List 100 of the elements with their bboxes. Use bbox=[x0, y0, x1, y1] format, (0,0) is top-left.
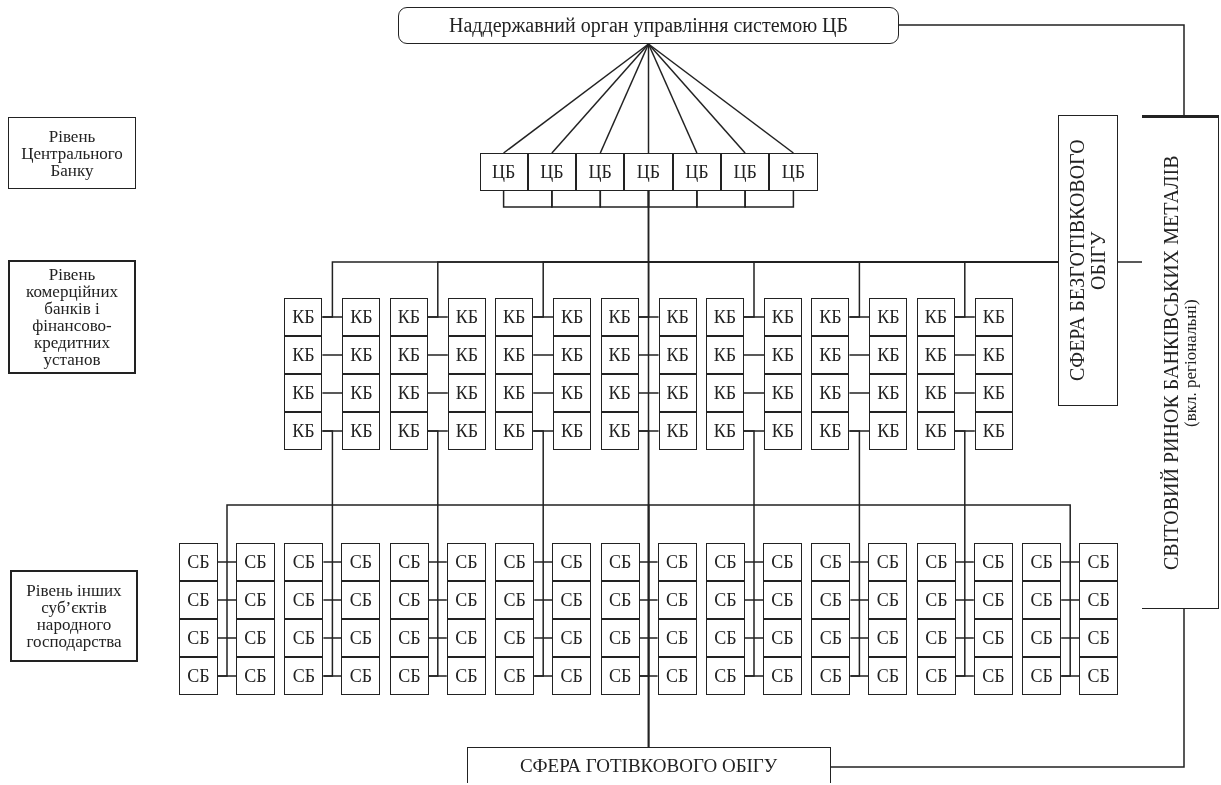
entity-box bbox=[179, 543, 218, 581]
connector-line bbox=[955, 675, 975, 677]
connector-line bbox=[744, 637, 764, 639]
connector-line bbox=[502, 190, 553, 208]
bank-box bbox=[553, 298, 592, 336]
bank-box bbox=[600, 374, 639, 412]
entity-box bbox=[868, 657, 908, 695]
bank-box bbox=[658, 336, 697, 374]
box-text: ЦБ bbox=[733, 162, 757, 182]
entity-box bbox=[284, 619, 324, 657]
bank-box bbox=[495, 298, 534, 336]
entity-box bbox=[868, 543, 908, 581]
box-text: КБ bbox=[877, 421, 900, 441]
entity-box bbox=[763, 657, 802, 695]
entity-box bbox=[495, 657, 535, 695]
entity-box bbox=[916, 543, 956, 581]
box-text: СБ bbox=[187, 666, 210, 686]
box-text: СБ bbox=[608, 628, 632, 648]
entity-box bbox=[552, 657, 592, 695]
box-text: СБ bbox=[819, 552, 843, 572]
connector-line bbox=[955, 599, 975, 601]
connector-line bbox=[321, 392, 344, 394]
entity-box bbox=[657, 657, 697, 695]
box-text: КБ bbox=[819, 421, 842, 441]
entity-box bbox=[341, 619, 381, 657]
box-text: СБ bbox=[292, 590, 316, 610]
bank-box bbox=[447, 336, 486, 374]
box-text: СБ bbox=[187, 590, 210, 610]
box-text: КБ bbox=[771, 383, 795, 403]
box-text: КБ bbox=[771, 345, 795, 365]
box-text: СБ bbox=[982, 552, 1005, 572]
entity-box bbox=[179, 619, 218, 657]
entity-box bbox=[706, 619, 745, 657]
connector-line bbox=[428, 599, 448, 601]
connector-line bbox=[533, 561, 553, 563]
connector-line bbox=[638, 599, 659, 601]
bank-box bbox=[764, 336, 802, 374]
box-text: СБ bbox=[1030, 666, 1053, 686]
box-text: КБ bbox=[982, 307, 1005, 327]
bank-box bbox=[284, 374, 323, 412]
box-text: КБ bbox=[713, 307, 737, 327]
bank-box bbox=[342, 336, 381, 374]
entity-box bbox=[236, 657, 275, 695]
entity-box bbox=[811, 619, 851, 657]
box-text: КБ bbox=[455, 421, 478, 441]
bank-box bbox=[811, 412, 850, 450]
bank-box bbox=[869, 336, 908, 374]
vertical-text-box bbox=[1142, 115, 1219, 609]
box-text: СБ bbox=[608, 590, 632, 610]
box-text: КБ bbox=[350, 345, 373, 365]
connector-line bbox=[1060, 599, 1080, 601]
box-text: КБ bbox=[350, 383, 373, 403]
bank-box bbox=[706, 412, 744, 450]
bank-box bbox=[672, 153, 721, 191]
box-text: СБ bbox=[1087, 628, 1110, 648]
box-text: КБ bbox=[819, 307, 842, 327]
box-text: КБ bbox=[292, 421, 315, 441]
entity-box bbox=[973, 657, 1013, 695]
connector-line bbox=[637, 316, 660, 318]
box-text: ЦБ bbox=[781, 162, 806, 182]
bank-box bbox=[495, 336, 534, 374]
box-text: СБ bbox=[982, 590, 1005, 610]
box-text: КБ bbox=[771, 307, 795, 327]
box-text: СБ bbox=[665, 666, 689, 686]
entity-box bbox=[1079, 657, 1119, 695]
entity-box bbox=[973, 543, 1013, 581]
box-text: СБ bbox=[398, 552, 421, 572]
connector-line bbox=[954, 392, 976, 394]
entity-box bbox=[1022, 581, 1062, 619]
box-text: КБ bbox=[924, 383, 947, 403]
bank-box bbox=[706, 336, 744, 374]
connector-line bbox=[321, 354, 344, 356]
entity-box bbox=[341, 543, 381, 581]
connector-line bbox=[532, 430, 544, 677]
connector-line bbox=[744, 190, 795, 208]
box-text: СБ bbox=[771, 628, 794, 648]
connector-line bbox=[637, 392, 660, 394]
box-text: СБ bbox=[665, 552, 689, 572]
bank-box bbox=[389, 336, 428, 374]
connector-line bbox=[849, 599, 870, 601]
entity-box bbox=[600, 581, 640, 619]
bank-box bbox=[869, 412, 908, 450]
box-text: ЦБ bbox=[685, 162, 709, 182]
entity-box bbox=[600, 543, 640, 581]
box-text: СБ bbox=[925, 552, 948, 572]
connector-line bbox=[848, 392, 871, 394]
connector-line bbox=[954, 430, 966, 677]
entity-box bbox=[341, 581, 381, 619]
bank-box bbox=[447, 298, 486, 336]
box-text: КБ bbox=[561, 383, 584, 403]
box-text: КБ bbox=[924, 345, 947, 365]
box-text: СБ bbox=[714, 590, 737, 610]
bank-box bbox=[576, 153, 625, 191]
entity-box bbox=[341, 657, 381, 695]
box-text: СБ bbox=[187, 628, 210, 648]
box-text: КБ bbox=[982, 421, 1005, 441]
entity-box bbox=[389, 657, 429, 695]
box-text: СБ bbox=[876, 552, 900, 572]
bank-box bbox=[624, 153, 673, 191]
entity-box bbox=[763, 543, 802, 581]
